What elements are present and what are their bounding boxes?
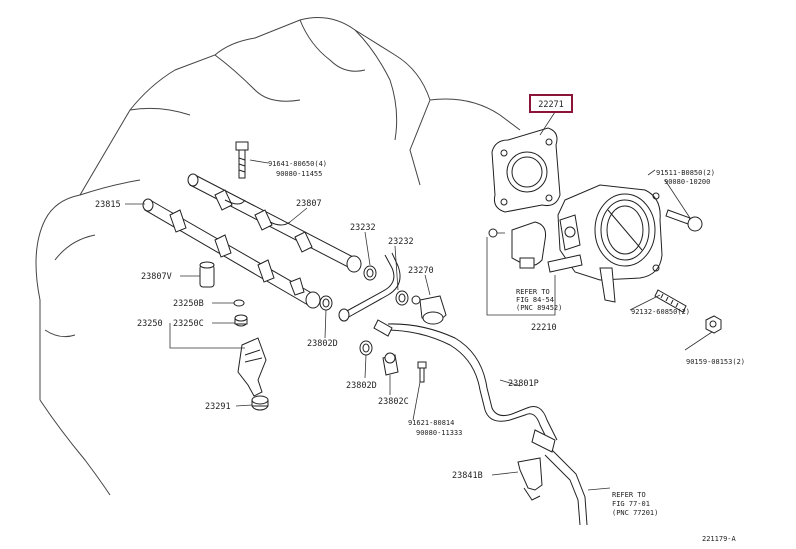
stud-92132[interactable] xyxy=(654,289,687,313)
callout-23232-a[interactable]: 23232 xyxy=(350,223,376,233)
callout-23232-b[interactable]: 23232 xyxy=(388,237,414,247)
pressure-regulator-23270[interactable] xyxy=(411,295,447,325)
callout-23802c[interactable]: 23802C xyxy=(378,397,409,407)
reference-fig-84-54[interactable]: REFER TO FIG 84-54 (PNC 89452) xyxy=(516,288,562,312)
callout-23807[interactable]: 23807 xyxy=(296,199,322,209)
callout-91621[interactable]: 91621-80814 xyxy=(408,419,454,427)
fuel-hose-23801p[interactable] xyxy=(373,319,558,453)
nut-90159[interactable] xyxy=(705,315,722,334)
callout-23250[interactable]: 23250 xyxy=(137,319,163,329)
callout-23291[interactable]: 23291 xyxy=(205,402,231,412)
callout-90159[interactable]: 90159-08153(2) xyxy=(686,358,745,366)
callout-23802d-b[interactable]: 23802D xyxy=(346,381,377,391)
callout-92132[interactable]: 92132-60850(2) xyxy=(631,308,690,316)
callout-22271[interactable]: 22271 xyxy=(529,94,573,113)
callout-23250c[interactable]: 23250C xyxy=(173,319,204,329)
bolt-91511[interactable] xyxy=(665,209,703,232)
ref-line: FIG 84-54 xyxy=(516,296,554,304)
vacuum-part-23807v[interactable] xyxy=(199,261,215,288)
callout-23802d-a[interactable]: 23802D xyxy=(307,339,338,349)
ref-line: REFER TO xyxy=(516,288,550,296)
insulator-23250c[interactable] xyxy=(234,314,248,327)
sensor-screw[interactable] xyxy=(488,228,505,238)
callout-23801p[interactable]: 23801P xyxy=(508,379,539,389)
callout-23841b[interactable]: 23841B xyxy=(452,471,483,481)
leader-lines xyxy=(125,111,713,491)
callout-90080-11333[interactable]: 90080-11333 xyxy=(416,429,462,437)
callout-22210[interactable]: 22210 xyxy=(531,323,557,333)
callout-91511[interactable]: 91511-B0850(2) xyxy=(656,169,715,177)
o-ring-23232-a[interactable] xyxy=(363,265,377,281)
callout-90080-11455[interactable]: 90080-11455 xyxy=(276,170,322,178)
fuel-injector[interactable] xyxy=(237,337,267,397)
union-bolt-23802c[interactable] xyxy=(382,352,399,376)
bolt-91641[interactable] xyxy=(235,141,249,179)
callout-90080-10200[interactable]: 90080-10200 xyxy=(664,178,710,186)
callout-label: 22271 xyxy=(538,100,564,110)
callout-23270[interactable]: 23270 xyxy=(408,266,434,276)
ref-line: (PNC 77201) xyxy=(612,509,658,517)
throttle-gasket[interactable] xyxy=(491,127,561,213)
fuel-delivery-pipe-upper[interactable] xyxy=(187,173,362,273)
fuel-pipe[interactable] xyxy=(338,252,401,322)
engine-outline xyxy=(35,17,521,496)
ref-line: FIG 77-01 xyxy=(612,500,650,508)
seal-23291[interactable] xyxy=(251,395,269,411)
o-ring-23250b[interactable] xyxy=(233,299,245,307)
callout-23807v[interactable]: 23807V xyxy=(141,272,172,282)
callout-23815[interactable]: 23815 xyxy=(95,200,121,210)
gasket-23802d-b[interactable] xyxy=(359,340,373,356)
gasket-23802d-a[interactable] xyxy=(319,295,333,311)
throttle-position-sensor[interactable] xyxy=(511,221,546,269)
diagram-id: 221179-A xyxy=(702,535,737,543)
clamp-23841b[interactable] xyxy=(517,457,543,501)
reference-fig-77-01[interactable]: REFER TO FIG 77-01 (PNC 77201) xyxy=(612,491,658,517)
fuel-line-to-tank xyxy=(544,449,588,526)
ref-line: REFER TO xyxy=(612,491,646,499)
throttle-body[interactable] xyxy=(547,184,663,303)
bolt-91621[interactable] xyxy=(417,361,427,383)
fuel-delivery-pipe-lower[interactable] xyxy=(142,198,321,309)
callout-91641[interactable]: 91641-80650(4) xyxy=(268,160,327,168)
o-ring-23232-b[interactable] xyxy=(395,290,409,306)
ref-line: (PNC 89452) xyxy=(516,304,562,312)
callout-23250b[interactable]: 23250B xyxy=(173,299,204,309)
